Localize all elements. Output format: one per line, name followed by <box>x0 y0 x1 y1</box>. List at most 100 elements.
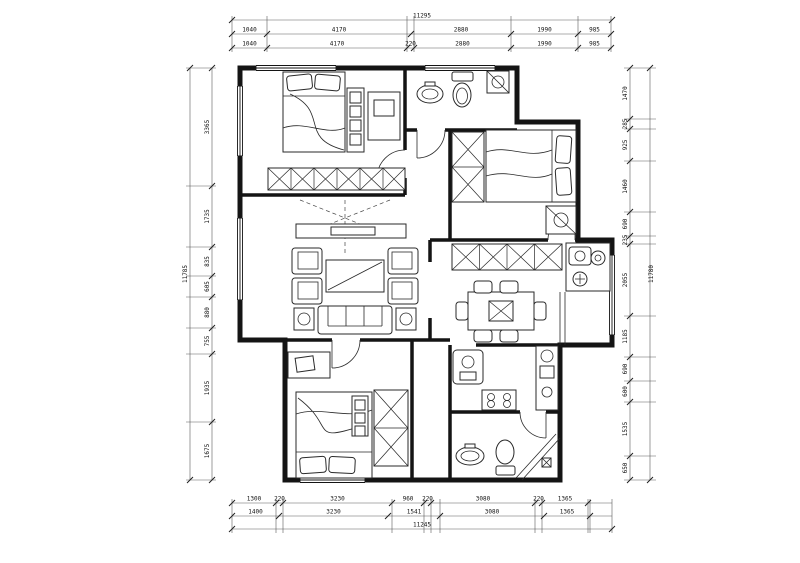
burner-icon <box>487 400 495 408</box>
window <box>237 85 243 157</box>
window <box>424 65 496 71</box>
armchair <box>387 247 419 275</box>
chair <box>473 280 493 294</box>
dim-label: 3080 <box>485 509 500 516</box>
pillow <box>554 167 573 196</box>
dim-label: 605 <box>204 281 211 292</box>
sink-basin <box>421 88 439 100</box>
window <box>255 65 337 71</box>
dim-label: 1040 <box>242 41 257 48</box>
dim-label: 1541 <box>407 509 422 516</box>
centerpiece-hatch <box>488 300 514 322</box>
dim-label: 1185 <box>622 329 629 344</box>
nightstand-slash <box>545 205 577 235</box>
dim-label: 1365 <box>560 509 575 516</box>
tv <box>330 226 376 236</box>
pillow <box>554 135 573 164</box>
dim-label: 960 <box>403 496 414 503</box>
drawer <box>349 133 362 146</box>
stove-icon <box>481 389 517 411</box>
sink-basin <box>461 355 475 369</box>
door-swing <box>416 129 446 159</box>
pillow <box>286 73 313 92</box>
plant-icon <box>297 312 311 326</box>
dim-label: 11780 <box>648 265 655 283</box>
dim-label: 220 <box>274 496 285 503</box>
dim-label: 1990 <box>537 41 552 48</box>
sink-basin <box>460 450 480 462</box>
door-swing <box>519 411 547 439</box>
dimension-lines <box>189 19 651 530</box>
dim-label: 285 <box>622 118 629 129</box>
chair <box>499 280 519 294</box>
bedroom-top-left <box>282 71 401 153</box>
burner-icon <box>503 400 511 408</box>
dim-label: 3080 <box>476 496 491 503</box>
wardrobe-hatch <box>373 389 409 467</box>
table-glass-line <box>327 261 383 291</box>
dim-label: 220 <box>405 41 416 48</box>
dim-label: 1990 <box>537 27 552 34</box>
desk-chair <box>373 99 395 117</box>
side-table <box>293 307 315 331</box>
hallway-wardrobe <box>451 243 563 271</box>
armchair-cushion <box>297 251 319 270</box>
ticks-top <box>228 16 616 52</box>
walls <box>237 65 615 483</box>
window <box>609 254 615 336</box>
dim-label: 690 <box>622 363 629 374</box>
floor-drain-cross <box>541 457 552 468</box>
kitchen-bay <box>559 242 611 345</box>
toilet-tank <box>451 71 474 82</box>
dim-label: 1460 <box>622 179 629 194</box>
dim-label: 3230 <box>330 496 345 503</box>
armchair-cushion <box>297 281 319 300</box>
drainboard <box>459 371 477 381</box>
toilet-icon <box>452 82 472 108</box>
ticks-left <box>186 64 216 484</box>
window <box>237 217 243 301</box>
dim-label: 1300 <box>247 496 262 503</box>
ticks-bottom <box>228 499 616 533</box>
dim-label: 11245 <box>413 522 431 529</box>
bedroom-top-right <box>451 129 577 235</box>
sliding-window <box>559 292 566 345</box>
toilet-bowl <box>456 87 468 105</box>
dim-label: 11295 <box>413 13 431 20</box>
dim-label: 11785 <box>182 265 189 283</box>
windows <box>237 65 615 483</box>
chair <box>499 329 519 343</box>
dim-label: 985 <box>589 27 600 34</box>
dim-label: 650 <box>622 462 629 473</box>
basin-icon <box>540 349 554 363</box>
dim-label: 4170 <box>332 27 347 34</box>
sink-icon <box>568 246 592 266</box>
dim-label: 1935 <box>204 380 211 395</box>
burner-cross <box>575 274 585 284</box>
chair <box>533 301 547 321</box>
side-table <box>395 307 417 331</box>
sink-basin <box>574 250 586 262</box>
dim-label: 220 <box>422 496 433 503</box>
armchair <box>291 247 323 275</box>
toilet-tank <box>495 465 516 476</box>
blanket <box>282 93 346 151</box>
drawer <box>354 425 366 437</box>
dim-label: 1470 <box>622 86 629 101</box>
dim-label: 2880 <box>455 41 470 48</box>
dim-label: 1535 <box>622 421 629 436</box>
dim-label: 2880 <box>454 27 469 34</box>
dresser-item <box>294 355 316 373</box>
dim-label: 3365 <box>204 119 211 134</box>
interior-walls <box>240 68 578 480</box>
basin-drain <box>594 254 602 262</box>
wardrobe <box>267 167 406 191</box>
dim-label: 600 <box>622 386 629 397</box>
chair <box>473 329 493 343</box>
bathroom-bottom <box>455 433 561 481</box>
sink-icon <box>455 446 485 466</box>
ticks-right <box>626 64 654 484</box>
armchair <box>387 277 419 305</box>
dim-label: 690 <box>622 218 629 229</box>
